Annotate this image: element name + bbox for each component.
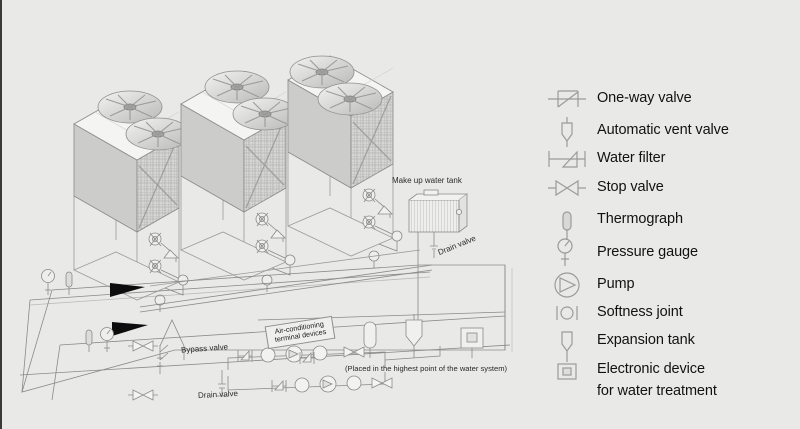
legend-label-electronic-device-line2: for water treatment	[597, 383, 717, 399]
chiller-1-connections	[148, 232, 189, 312]
expansion-tank-icon	[561, 331, 573, 362]
drain-valve-assembly	[217, 370, 227, 397]
high-point-equipment	[299, 314, 484, 364]
pressure-gauge-icon	[557, 238, 573, 266]
flow-arrows	[110, 283, 148, 336]
pump-icon	[554, 272, 580, 298]
fan-3a	[289, 55, 355, 89]
stop-valve-upper-left	[128, 340, 158, 352]
legend-label-pressure-gauge: Pressure gauge	[597, 244, 698, 260]
air-cooled-chiller-unit-2	[180, 70, 298, 292]
legend-label-automatic-vent-valve: Automatic vent valve	[597, 122, 729, 138]
highest-point-note: (Placed in the highest point of the wate…	[345, 364, 508, 373]
legend-label-thermograph: Thermograph	[597, 211, 683, 227]
automatic-vent-valve-icon	[561, 117, 573, 147]
flow-arrow-1	[110, 283, 145, 297]
left-border-edge	[0, 0, 2, 429]
air-cooled-chiller-unit-1	[73, 90, 191, 312]
air-cooled-chiller-unit-3	[287, 55, 403, 268]
electronic-water-treatment-icon	[557, 363, 577, 380]
stop-valve-lower-left	[128, 389, 158, 401]
stop-valve-icon	[548, 179, 586, 197]
lower-run-instruments	[85, 327, 114, 352]
legend-label-expansion-tank: Expansion tank	[597, 332, 695, 348]
fan-2b	[232, 97, 298, 131]
make-up-water-tank-label: Make up water tank	[392, 176, 462, 185]
fan-3b	[317, 82, 383, 116]
flow-arrow-2	[112, 322, 148, 336]
softness-joint-icon	[556, 306, 578, 320]
main-run-stop-valves	[128, 340, 158, 401]
legend-label-softness-joint: Softness joint	[597, 304, 683, 320]
bypass-valve-assembly	[157, 319, 185, 374]
legend-label-stop-valve: Stop valve	[597, 179, 664, 195]
legend-label-electronic-device-line1: Electronic device	[597, 361, 705, 377]
pump-branch-lower	[227, 372, 393, 393]
one-way-valve-icon	[548, 90, 586, 108]
terminal-devices-enclosure	[257, 311, 506, 321]
make-up-water-tank	[408, 189, 469, 340]
chiller-3-connections	[362, 188, 403, 268]
fan-2a	[204, 70, 270, 104]
fan-1a	[97, 90, 163, 124]
upper-run-instruments	[41, 269, 73, 295]
legend-label-water-filter: Water filter	[597, 150, 666, 166]
thermograph-icon	[562, 211, 572, 240]
legend-label-pump: Pump	[597, 276, 635, 292]
chiller-2-connections	[255, 212, 296, 292]
legend-label-one-way-valve: One-way valve	[597, 90, 692, 106]
water-filter-icon	[548, 150, 586, 168]
